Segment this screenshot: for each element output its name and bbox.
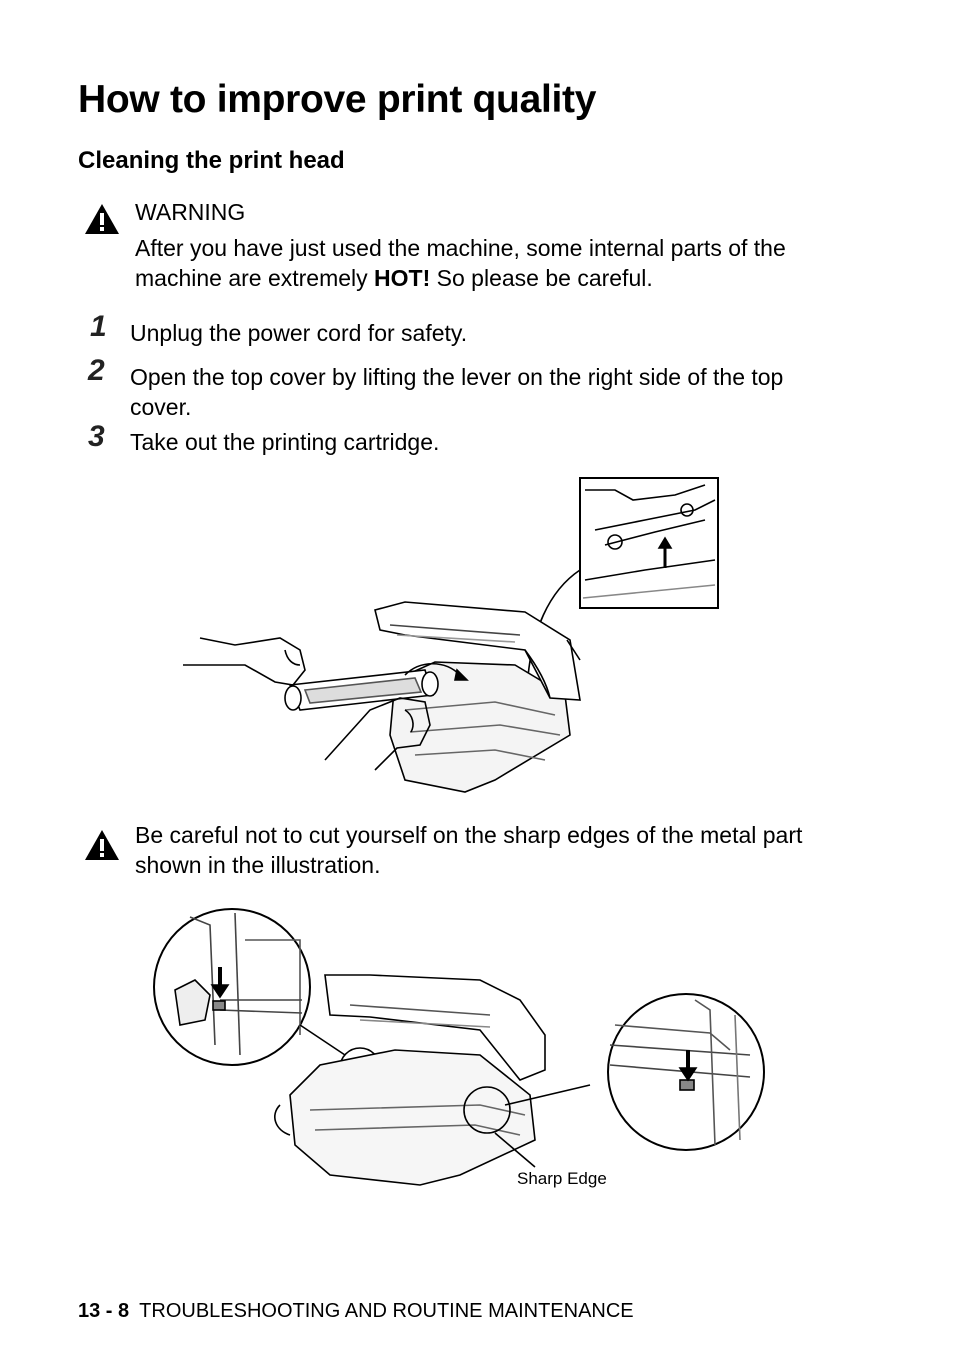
sharp-edge-illustration <box>153 908 765 1186</box>
step-text: Take out the printing cartridge. <box>130 429 440 455</box>
warning-triangle-icon <box>85 830 119 860</box>
page-number: 13 - 8 <box>78 1300 130 1322</box>
caution-text: Be careful not to cut yourself on the sh… <box>135 822 803 878</box>
footer-section: TROUBLESHOOTING AND ROUTINE MAINTENANCE <box>139 1300 634 1322</box>
step-number: 3 <box>88 420 105 453</box>
step-number: 1 <box>90 310 107 343</box>
cartridge-removal-illustration <box>183 477 719 793</box>
section-title: Cleaning the print head <box>78 147 345 174</box>
warning-triangle-icon <box>85 204 119 234</box>
page-footer: 13 - 8 TROUBLESHOOTING AND ROUTINE MAINTE… <box>78 1300 634 1323</box>
warning-text-hot: HOT! <box>374 265 431 291</box>
step-number: 2 <box>88 354 105 387</box>
sharp-edge-caption: Sharp Edge <box>517 1169 607 1188</box>
warning-text-before: After you have just used the machine, so… <box>135 235 786 291</box>
warning-text: After you have just used the machine, so… <box>135 233 825 293</box>
warning-heading: WARNING <box>135 199 246 225</box>
step-text: Unplug the power cord for safety. <box>130 320 468 346</box>
step-text: Open the top cover by lifting the lever … <box>130 364 784 420</box>
warning-text-after: So please be careful. <box>430 265 653 291</box>
page-title: How to improve print quality <box>78 78 597 121</box>
